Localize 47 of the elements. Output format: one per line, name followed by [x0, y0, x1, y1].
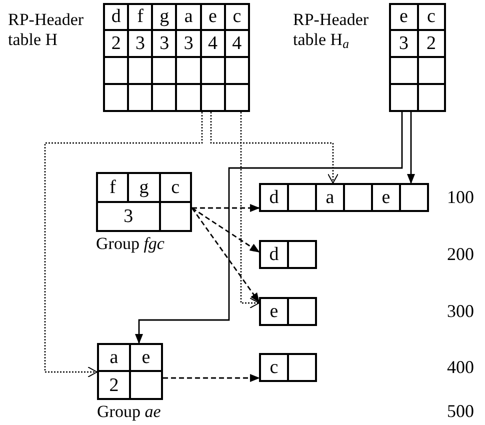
table-cell: 2 [105, 30, 128, 56]
table-cell: f [129, 5, 152, 29]
group-caption: Group fgc [96, 234, 164, 254]
table-cell: d [105, 5, 128, 29]
arrow [192, 204, 260, 212]
table-cell: 4 [226, 30, 248, 56]
table-cell: 3 [153, 30, 176, 56]
arrow [192, 207, 260, 253]
arrow [210, 112, 338, 184]
table-cell: c [226, 5, 248, 29]
arrow [163, 374, 260, 382]
row-address: 400 [447, 356, 474, 378]
table-cell: d [261, 242, 287, 267]
table-heading: RP-Header table H$_{a}$ [293, 10, 370, 50]
row-address: 300 [447, 300, 474, 322]
table-cell: 3 [98, 203, 159, 230]
table-cell: e [202, 5, 224, 29]
table-cell: e [131, 345, 161, 370]
table-cell: d [261, 185, 287, 210]
table-cell: a [177, 5, 200, 29]
table-cell: e [373, 185, 399, 210]
table-cell: g [153, 5, 176, 29]
table-cell: 3 [391, 30, 416, 56]
group-caption: Group ae [97, 402, 161, 422]
row-address: 500 [447, 400, 474, 422]
table-cell: e [391, 5, 416, 29]
table-cell: c [160, 174, 190, 201]
arrow [407, 112, 415, 184]
table-cell: e [261, 299, 287, 324]
arrow [44, 112, 203, 378]
table-cell: 3 [129, 30, 152, 56]
table-cell: a [99, 345, 129, 370]
table-cell: g [129, 174, 159, 201]
row-address: 100 [447, 186, 474, 208]
table-cell: a [317, 185, 343, 210]
arrow [135, 112, 403, 344]
arrow [240, 112, 260, 308]
table-cell: 4 [202, 30, 224, 56]
arrow [191, 208, 260, 303]
table-cell: c [418, 5, 444, 29]
table-heading: RP-Header table H [8, 10, 85, 50]
table-cell: f [98, 174, 128, 201]
table-cell: 3 [177, 30, 200, 56]
table-cell: 2 [418, 30, 444, 56]
table-cell: c [261, 355, 287, 380]
row-address: 200 [447, 243, 474, 265]
table-cell: 2 [99, 372, 129, 398]
